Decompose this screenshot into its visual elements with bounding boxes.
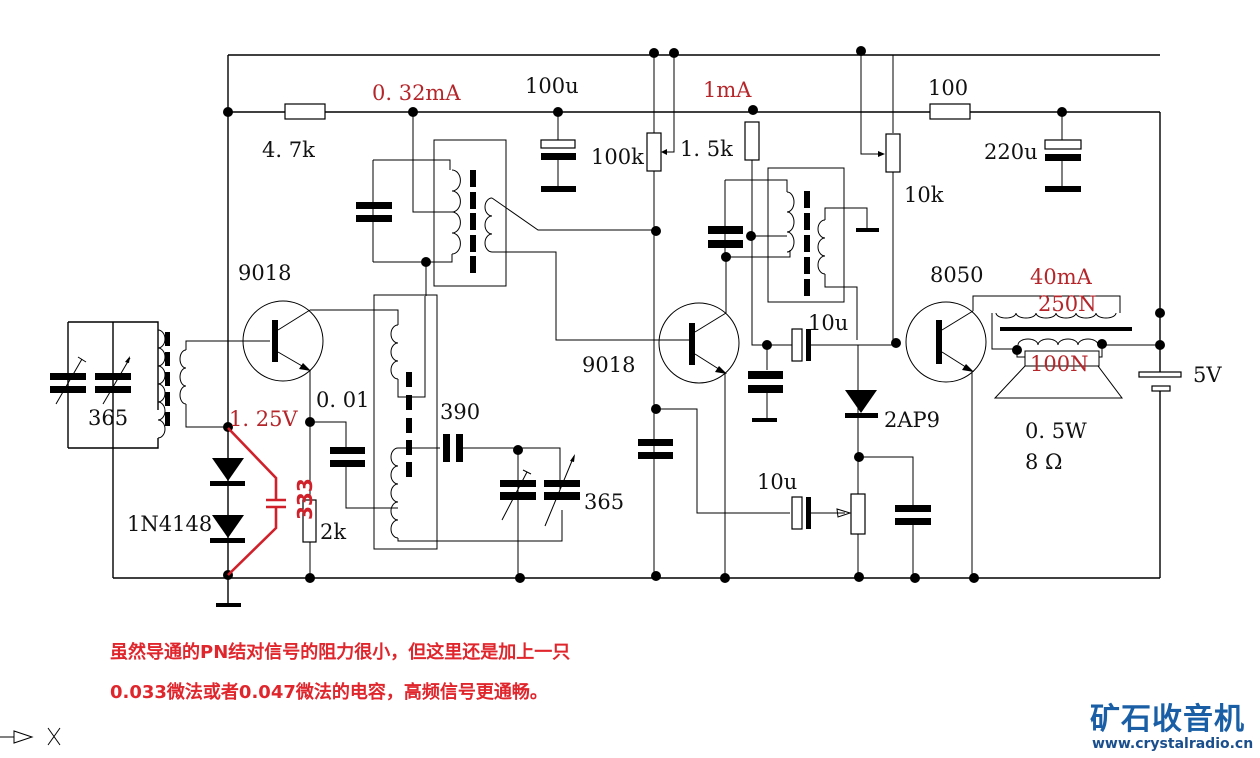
oscillator-coil: [373, 294, 563, 550]
detector-diode-2ap9: [845, 345, 931, 578]
annotation-note-line2: 0.033微法或者0.047微法的电容，高频信号更通畅。: [110, 682, 548, 703]
antenna-tuning-capacitors: [50, 321, 159, 578]
transistor-q2: [658, 255, 740, 578]
coupling-capacitor-10u-a: [748, 328, 893, 422]
label-c-10u-b: 10u: [757, 470, 798, 494]
label-q1: 9018: [238, 261, 292, 285]
label-c-001: 0. 01: [316, 388, 370, 412]
capacitor-bypass: [638, 439, 673, 446]
label-c-100u: 100u: [525, 74, 579, 98]
transistor-q3: [905, 301, 987, 578]
label-c-390: 390: [440, 400, 481, 424]
capacitor-0-01: [330, 447, 365, 454]
junction-dot: [720, 573, 730, 583]
label-current-stage1: 0. 32mA: [372, 81, 461, 105]
label-c-added: 333: [293, 478, 317, 520]
speaker-icon: [993, 344, 1123, 399]
resistor-100: [929, 103, 971, 120]
label-diode-bias: 1N4148: [127, 512, 213, 536]
resistor-2k: [302, 499, 317, 543]
axis-arrow-icon: [0, 727, 61, 746]
label-turns-primary: 250N: [1038, 292, 1097, 316]
label-detector-diode: 2AP9: [884, 408, 941, 432]
resistor-1k5: [744, 105, 760, 330]
volume-potentiometer: [791, 493, 866, 535]
junction-dot: [651, 571, 661, 581]
label-current-output: 40mA: [1030, 265, 1092, 289]
label-bias-voltage: 1. 25V: [229, 407, 298, 431]
junction-dot: [515, 573, 525, 583]
label-r-1k5: 1. 5k: [680, 137, 733, 161]
bias-diodes-1n4148: [210, 427, 245, 607]
label-pot-100k: 100k: [591, 145, 644, 169]
label-q3: 8050: [930, 263, 984, 287]
capacitor-390: [443, 434, 561, 490]
if-transformer-2: [708, 167, 879, 340]
label-vc-antenna: 365: [88, 406, 129, 430]
label-c-220u: 220u: [984, 140, 1038, 164]
potentiometer-100k: [646, 48, 679, 578]
label-battery: 5V: [1193, 363, 1222, 387]
label-r-2k: 2k: [320, 520, 347, 544]
capacitor-100u: [540, 107, 576, 192]
junction-dot: [305, 573, 315, 583]
potentiometer-10k: [856, 46, 901, 348]
annotation-note-line1: 虽然导通的PN结对信号的阻力很小，但这里还是加上一只: [110, 642, 571, 663]
added-capacitor-333: [227, 427, 286, 576]
top-rail-wires: [227, 54, 1161, 578]
label-r-100: 100: [928, 76, 969, 100]
capacitor-220u: [1044, 107, 1082, 192]
antenna-coil: [157, 329, 270, 439]
junction-dot: [651, 226, 661, 236]
label-c-10u-a: 10u: [808, 311, 849, 335]
watermark-url: www.crystalradio.cn: [1092, 736, 1254, 752]
battery-5v: [1138, 308, 1182, 392]
label-r-4k7: 4. 7k: [262, 138, 315, 162]
label-current-stage2: 1mA: [703, 78, 752, 102]
label-speaker-impedance: 8 Ω: [1025, 450, 1063, 474]
watermark-brand: 矿石收音机: [1090, 702, 1245, 737]
junction-dot: [910, 573, 920, 583]
resistor-4k7: [284, 103, 326, 120]
label-speaker-power: 0. 5W: [1025, 419, 1087, 443]
label-pot-10k: 10k: [904, 183, 944, 207]
junction-dot: [969, 573, 979, 583]
if-transformer-1: [356, 112, 690, 341]
label-turns-secondary: 100N: [1030, 352, 1089, 376]
output-transformer: [972, 295, 1160, 355]
junction-dot: [854, 572, 864, 582]
label-vc-second: 365: [584, 490, 625, 514]
transistor-q1: [242, 300, 399, 578]
label-q2: 9018: [582, 353, 636, 377]
oscillator-tuning-capacitors: [500, 450, 580, 578]
